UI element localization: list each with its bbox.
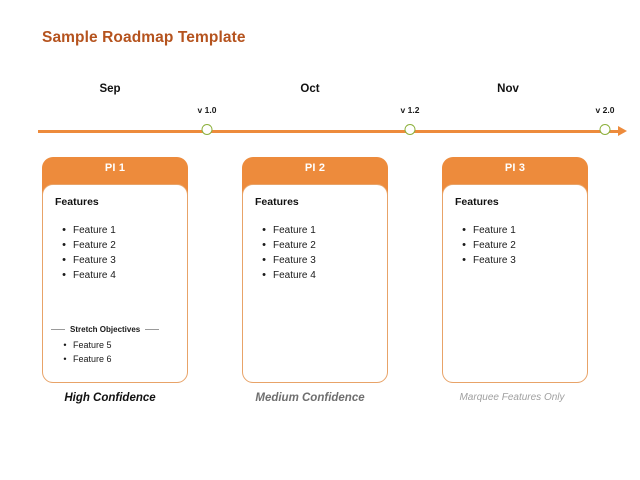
- pi-card-2-body: Features • Feature 1 • Feature 2 • Featu…: [242, 184, 388, 383]
- pi-card-3-feature-list: • Feature 1 • Feature 2 • Feature 3: [455, 225, 580, 270]
- pi-card-2-features-heading: Features: [255, 196, 299, 208]
- bullet-icon: •: [62, 239, 66, 251]
- pi-card-3-title: PI 3: [504, 162, 526, 174]
- pi-card-2[interactable]: PI 2 Features • Feature 1 • Feature 2 • …: [242, 157, 388, 383]
- list-item: • Feature 1: [255, 225, 380, 240]
- list-item: • Feature 3: [55, 255, 180, 270]
- pi-card-2-feature-list: • Feature 1 • Feature 2 • Feature 3 • Fe…: [255, 225, 380, 285]
- milestone-marker-v1-0[interactable]: [201, 124, 213, 135]
- list-item: • Feature 4: [55, 270, 180, 285]
- list-item: • Feature 2: [255, 240, 380, 255]
- list-item: • Feature 3: [455, 255, 580, 270]
- pi-card-2-title: PI 2: [304, 162, 326, 174]
- list-item: • Feature 3: [255, 255, 380, 270]
- list-item: • Feature 1: [455, 225, 580, 240]
- list-item: • Feature 1: [55, 225, 180, 240]
- confidence-label-pi-2: Medium Confidence: [255, 392, 365, 404]
- milestone-version-v1-2: v 1.2: [400, 105, 420, 115]
- confidence-label-pi-1: High Confidence: [64, 392, 156, 404]
- bullet-icon: •: [62, 224, 66, 236]
- pi-card-1[interactable]: PI 1 Features • Feature 1 • Feature 2 • …: [42, 157, 188, 383]
- timeline-month-oct: Oct: [300, 83, 320, 95]
- divider-rule-left: [51, 329, 65, 330]
- confidence-label-pi-3: Marquee Features Only: [459, 392, 565, 403]
- milestone-version-v1-0: v 1.0: [197, 105, 217, 115]
- timeline-arrow-icon: [618, 125, 627, 136]
- bullet-icon: •: [262, 254, 266, 266]
- bullet-icon: •: [262, 239, 266, 251]
- bullet-icon: •: [462, 224, 466, 236]
- divider-rule-right: [145, 329, 160, 330]
- list-item: • Feature 2: [455, 240, 580, 255]
- timeline-month-nov: Nov: [497, 83, 519, 95]
- pi-card-1-title: PI 1: [104, 162, 126, 174]
- pi-card-1-stretch-objectives: Stretch Objectives • Feature 5 • Feature…: [51, 323, 183, 368]
- list-item: • Feature 4: [255, 270, 380, 285]
- pi-card-3-features-heading: Features: [455, 196, 499, 208]
- list-item: • Feature 2: [55, 240, 180, 255]
- milestone-marker-v1-2[interactable]: [404, 124, 416, 135]
- pi-card-3-body: Features • Feature 1 • Feature 2 • Featu…: [442, 184, 588, 383]
- pi-card-1-feature-list: • Feature 1 • Feature 2 • Feature 3 • Fe…: [55, 225, 180, 285]
- bullet-icon: •: [62, 269, 66, 281]
- pi-card-1-body: Features • Feature 1 • Feature 2 • Featu…: [42, 184, 188, 383]
- milestone-version-v2-0: v 2.0: [595, 105, 615, 115]
- pi-card-3[interactable]: PI 3 Features • Feature 1 • Feature 2 • …: [442, 157, 588, 383]
- bullet-icon: •: [462, 254, 466, 266]
- pi-card-1-features-heading: Features: [55, 196, 99, 208]
- bullet-icon: •: [62, 254, 66, 266]
- timeline-month-sep: Sep: [99, 83, 121, 95]
- bullet-icon: •: [262, 269, 266, 281]
- milestone-marker-v2-0[interactable]: [599, 124, 611, 135]
- bullet-icon: •: [462, 239, 466, 251]
- stretch-objectives-title: Stretch Objectives: [70, 325, 141, 334]
- timeline-axis-line: [38, 130, 620, 133]
- list-item: • Feature 6: [57, 354, 183, 368]
- list-item: • Feature 5: [57, 340, 183, 354]
- page-title: Sample Roadmap Template: [42, 29, 246, 46]
- bullet-icon: •: [262, 224, 266, 236]
- stretch-objectives-divider: Stretch Objectives: [51, 323, 183, 336]
- bullet-icon: •: [63, 354, 67, 364]
- bullet-icon: •: [63, 340, 67, 350]
- pi-card-1-stretch-list: • Feature 5 • Feature 6: [51, 340, 183, 368]
